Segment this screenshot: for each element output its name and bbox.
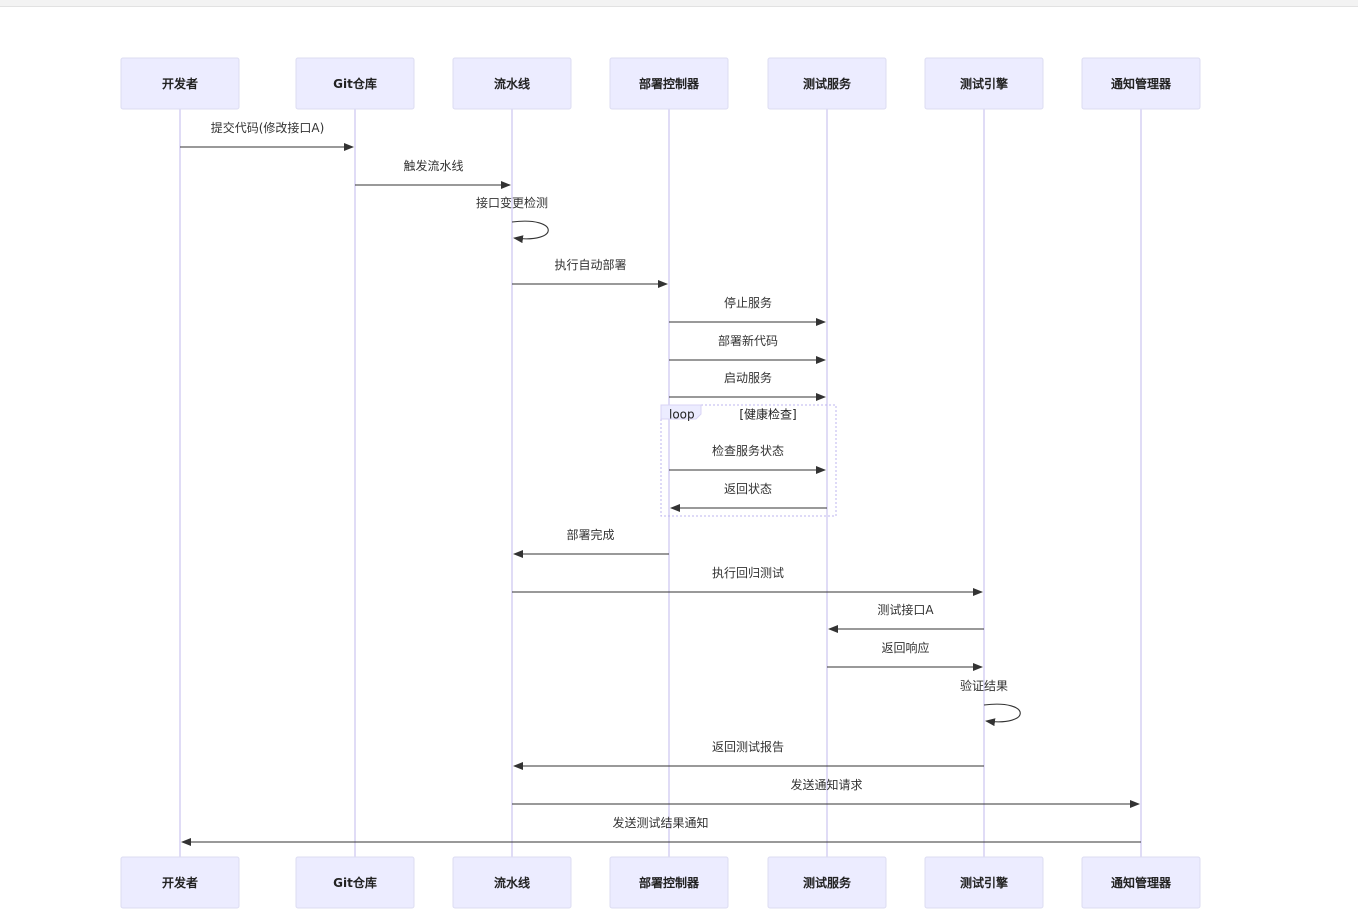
- message-label: 提交代码(修改接口A): [211, 120, 325, 135]
- message-label: 发送通知请求: [790, 777, 862, 792]
- loop-condition: [健康检查]: [739, 407, 796, 422]
- actor-label: Git仓库: [333, 76, 377, 91]
- actor-top-participant-5: 测试服务: [767, 57, 887, 110]
- actor-box: [924, 856, 1044, 909]
- actor-box: [295, 57, 415, 110]
- loop-tag: [660, 404, 702, 420]
- message-9: 返回状态: [670, 482, 827, 512]
- message-label: 检查服务状态: [712, 443, 784, 458]
- actor-bottom-participant-5: 测试服务: [767, 856, 887, 909]
- loop-block: loop [健康检查]: [660, 404, 837, 517]
- actor-bottom-participant-4: 部署控制器: [609, 856, 729, 909]
- actor-bottom-participant-7: 通知管理器: [1081, 856, 1201, 909]
- actor-label: 测试服务: [803, 875, 852, 890]
- actor-bottom-participant-1: 开发者: [120, 856, 240, 909]
- message-label: 返回响应: [881, 640, 929, 655]
- loop-frame: [660, 404, 837, 517]
- actor-box: [1081, 856, 1201, 909]
- actor-label: 开发者: [162, 76, 198, 91]
- actor-label: 流水线: [494, 875, 530, 890]
- message-label: 执行回归测试: [712, 565, 784, 580]
- message-label: 接口变更检测: [476, 195, 548, 210]
- actor-label: 通知管理器: [1111, 76, 1172, 91]
- message-label: 部署新代码: [718, 333, 778, 348]
- message-label: 验证结果: [960, 678, 1008, 693]
- actor-label: 测试引擎: [960, 76, 1008, 91]
- message-3: 接口变更检测: [476, 195, 549, 244]
- message-1: 提交代码(修改接口A): [180, 120, 354, 151]
- message-6: 部署新代码: [669, 333, 826, 364]
- actor-box: [295, 856, 415, 909]
- actor-box: [767, 57, 887, 110]
- actor-box: [767, 856, 887, 909]
- actor-box: [924, 57, 1044, 110]
- message-label: 测试接口A: [877, 602, 934, 617]
- browser-top-bar: [0, 0, 1358, 7]
- actor-box: [609, 856, 729, 909]
- message-label: 返回状态: [724, 482, 772, 496]
- message-16: 发送通知请求: [512, 777, 1140, 808]
- message-12: 测试接口A: [828, 602, 984, 633]
- message-13: 返回响应: [827, 640, 983, 671]
- actor-bottom-participant-3: 流水线: [452, 856, 572, 909]
- message-label: 触发流水线: [403, 158, 463, 173]
- actor-box: [609, 57, 729, 110]
- participants-top: 开发者 Git仓库 流水线 部署控制器 测试服务 测试引擎 通知管理器: [120, 57, 1201, 110]
- lifelines: [179, 109, 1142, 857]
- actor-label: 部署控制器: [639, 76, 700, 91]
- message-label: 部署完成: [566, 527, 614, 542]
- messages: 提交代码(修改接口A) 触发流水线接口变更检测执行自动部署停止服务部署新代码启动服…: [180, 120, 1141, 846]
- message-label: 停止服务: [724, 295, 772, 310]
- message-11: 执行回归测试: [512, 565, 983, 596]
- actor-box: [120, 57, 240, 110]
- actor-label: 开发者: [162, 875, 198, 890]
- message-15: 返回测试报告: [513, 739, 984, 770]
- actor-top-participant-1: 开发者: [120, 57, 240, 110]
- message-8: 检查服务状态: [669, 443, 826, 474]
- actor-label: 流水线: [494, 76, 530, 91]
- actor-top-participant-7: 通知管理器: [1081, 57, 1201, 110]
- message-label: 执行自动部署: [554, 257, 626, 272]
- actor-top-participant-6: 测试引擎: [924, 57, 1044, 110]
- actor-label: 通知管理器: [1111, 875, 1172, 890]
- actor-box: [120, 856, 240, 909]
- message-label: 发送测试结果通知: [612, 815, 708, 830]
- participants-bottom: 开发者 Git仓库 流水线 部署控制器 测试服务 测试引擎 通知管理器: [120, 856, 1201, 909]
- actor-top-participant-3: 流水线: [452, 57, 572, 110]
- actor-label: 测试服务: [803, 76, 852, 91]
- message-4: 执行自动部署: [512, 257, 668, 288]
- message-5: 停止服务: [669, 295, 826, 326]
- actor-box: [1081, 57, 1201, 110]
- actor-box: [452, 856, 572, 909]
- actor-label: 测试引擎: [960, 875, 1008, 890]
- message-label: 返回测试报告: [712, 739, 784, 754]
- message-label: 启动服务: [724, 370, 772, 385]
- actor-top-participant-2: Git仓库: [295, 57, 415, 110]
- actor-bottom-participant-2: Git仓库: [295, 856, 415, 909]
- actor-label: 部署控制器: [639, 875, 700, 890]
- loop-keyword: loop: [669, 408, 695, 422]
- actor-label: Git仓库: [333, 875, 377, 890]
- actor-top-participant-4: 部署控制器: [609, 57, 729, 110]
- message-10: 部署完成: [513, 527, 669, 558]
- message-7: 启动服务: [669, 370, 826, 401]
- self-message-arrow: [511, 220, 549, 244]
- self-message-arrow: [983, 703, 1021, 727]
- message-17: 发送测试结果通知: [181, 815, 1141, 846]
- actor-box: [452, 57, 572, 110]
- actor-bottom-participant-6: 测试引擎: [924, 856, 1044, 909]
- message-14: 验证结果: [960, 678, 1021, 727]
- message-2: 触发流水线: [355, 158, 511, 189]
